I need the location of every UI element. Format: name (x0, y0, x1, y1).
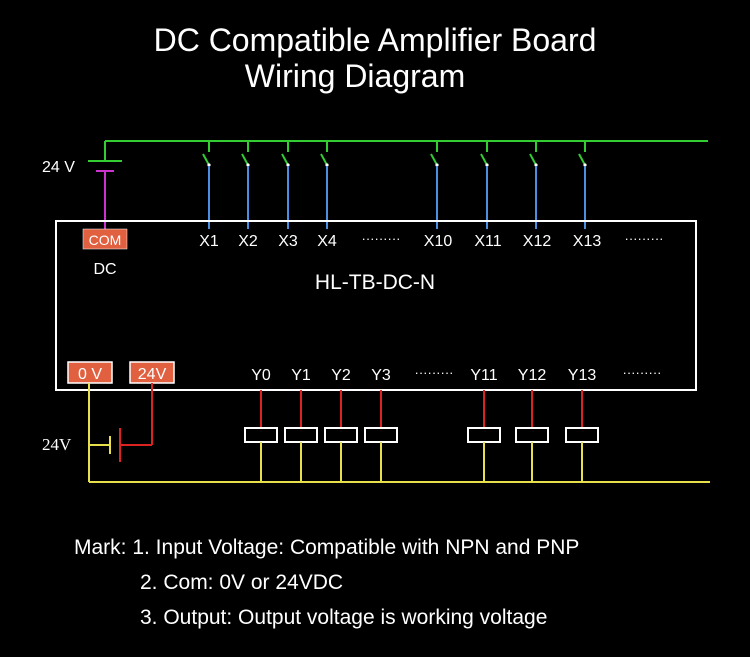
input-switch-x4 (320, 141, 329, 229)
input-switch-x3 (281, 141, 290, 229)
output-label-y1: Y1 (291, 367, 311, 384)
com-terminal-label: COM (89, 232, 122, 248)
com-sub-label: DC (93, 261, 116, 278)
output-load-y3 (364, 390, 398, 482)
input-label-x1: X1 (199, 233, 219, 250)
input-label-x3: X3 (278, 233, 298, 250)
output-label-y13: Y13 (568, 367, 597, 384)
amplifier-board (55, 220, 697, 391)
v24-label: 24V (138, 366, 167, 383)
input-label-x2: X2 (238, 233, 258, 250)
input-switch-x1 (202, 141, 211, 229)
output-label-y3: Y3 (371, 367, 391, 384)
input-switch-x12 (529, 141, 538, 229)
input-ellipsis-1: ········· (362, 231, 401, 246)
input-label-x10: X10 (424, 233, 453, 250)
note-line-3: 3. Output: Output voltage is working vol… (140, 606, 548, 629)
zero-v-label: 0 V (78, 366, 102, 383)
output-load-y0 (244, 390, 278, 482)
diagram-title-line2: Wiring Diagram (244, 58, 466, 94)
input-label-x12: X12 (523, 233, 552, 250)
input-label-x13: X13 (573, 233, 602, 250)
output-label-y12: Y12 (518, 367, 547, 384)
note-line-2: 2. Com: 0V or 24VDC (140, 571, 344, 594)
input-switch-x13 (578, 141, 587, 229)
output-ellipsis-2: ········· (623, 365, 662, 380)
output-ellipsis-1: ········· (415, 365, 454, 380)
input-label-x4: X4 (317, 233, 337, 250)
output-load-y12 (515, 390, 549, 482)
supply-bottom-label: 24V (42, 435, 72, 454)
output-load-y2 (324, 390, 358, 482)
output-load-y11 (467, 390, 501, 482)
board-model-label: HL-TB-DC-N (315, 271, 435, 294)
diagram-title-line1: DC Compatible Amplifier Board (153, 22, 597, 58)
com-terminal (82, 228, 128, 250)
output-load-y1 (284, 390, 318, 482)
output-label-y0: Y0 (251, 367, 271, 384)
input-switch-x10 (430, 141, 439, 229)
note-line-1: Mark: 1. Input Voltage: Compatible with … (74, 536, 580, 559)
input-ellipsis-2: ········· (625, 231, 664, 246)
input-label-x11: X11 (474, 233, 501, 250)
output-label-y11: Y11 (470, 367, 497, 384)
supply-top-label: 24 V (42, 159, 75, 176)
input-switch-x11 (480, 141, 489, 229)
output-label-y2: Y2 (331, 367, 351, 384)
input-switch-x2 (241, 141, 250, 229)
output-load-y13 (565, 390, 599, 482)
